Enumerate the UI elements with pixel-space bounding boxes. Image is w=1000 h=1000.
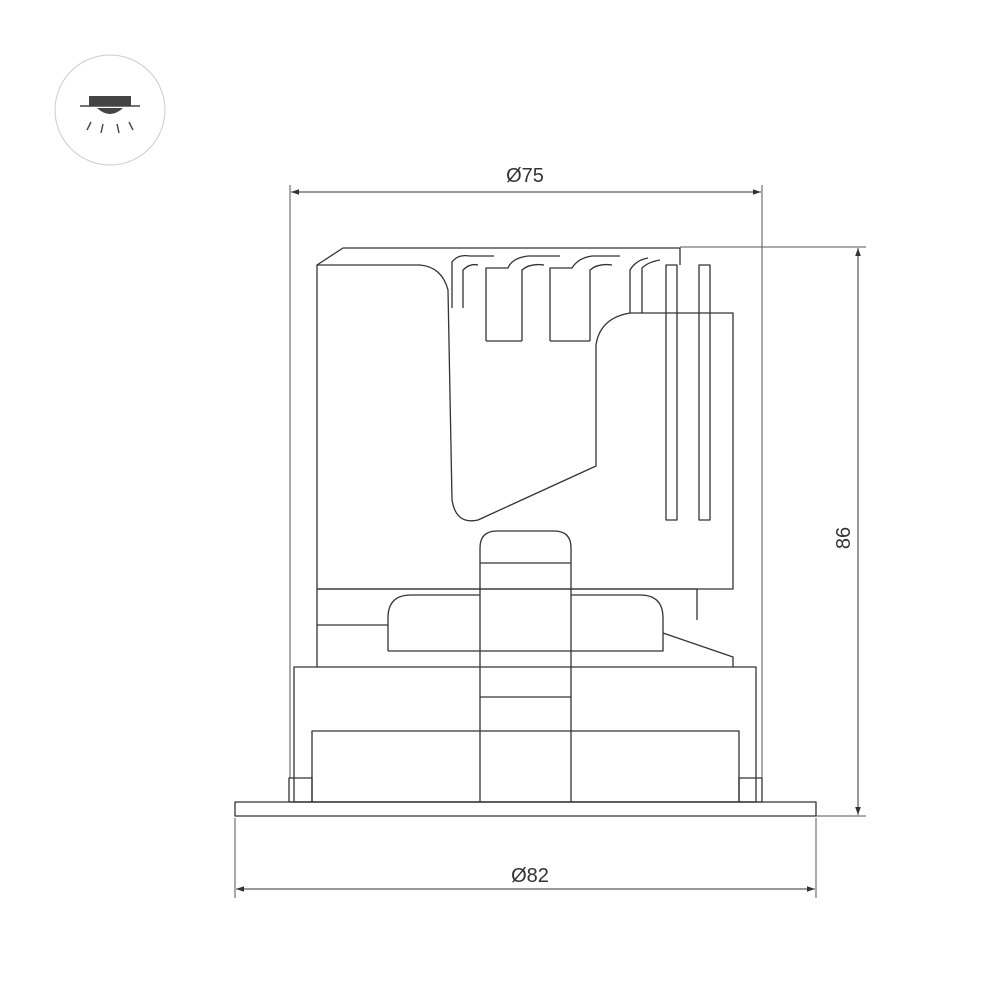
bottom-diameter-dimension: Ø82 (234, 818, 817, 898)
trim-inner (311, 730, 740, 803)
bottom-diameter-label: Ø82 (511, 865, 549, 887)
top-diameter-label: Ø75 (506, 165, 544, 187)
height-label: 86 (833, 527, 855, 549)
fixture-outline (234, 247, 817, 817)
center-pillar (479, 530, 572, 802)
vertical-bar-right (698, 264, 711, 521)
vertical-bar-left (665, 264, 678, 521)
bezel-flange (234, 801, 817, 817)
trim-housing (293, 666, 757, 803)
recessed-ceiling-light-icon (54, 54, 166, 166)
height-dimension: 86 (680, 246, 866, 817)
heatsink-body (316, 247, 681, 589)
top-diameter-dimension: Ø75 (289, 165, 763, 778)
